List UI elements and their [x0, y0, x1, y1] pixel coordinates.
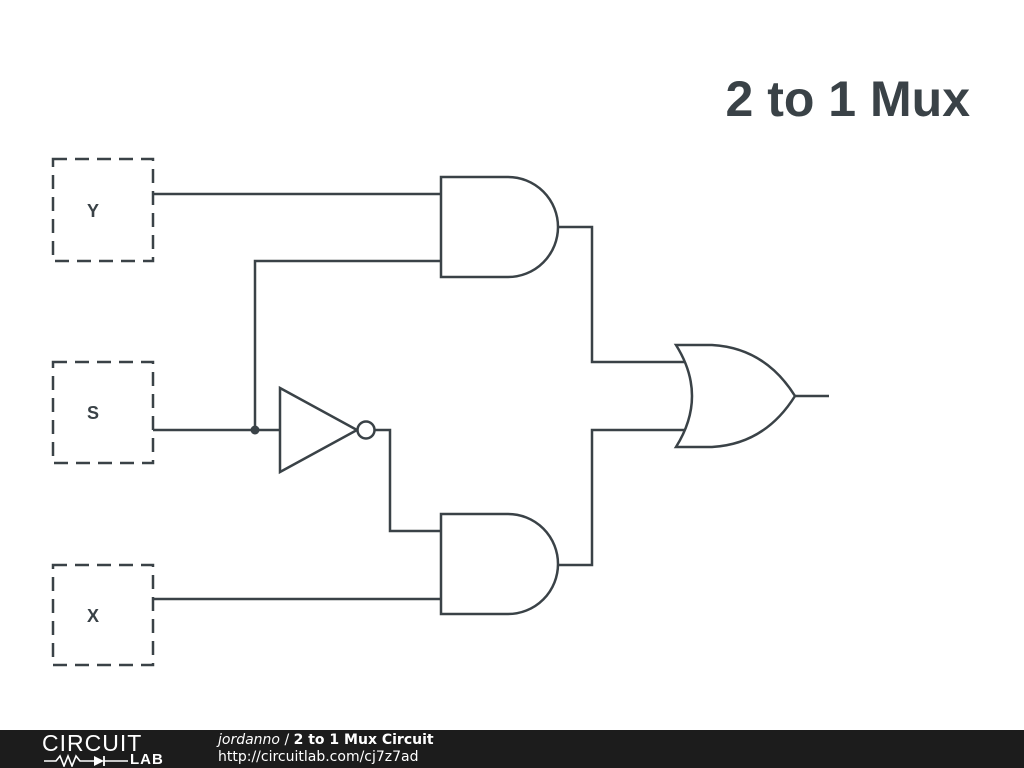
schematic-canvas: 2 to 1 Mux Y S X — [51, 71, 971, 667]
logo-circuit-text: CIRCUIT — [42, 730, 143, 756]
credit-separator: / — [280, 732, 294, 748]
port-s-box — [51, 360, 155, 465]
junction-dot — [250, 425, 260, 435]
logo-lab-text: LAB — [130, 751, 164, 768]
port-s-label: S — [87, 403, 99, 423]
port-x-label: X — [87, 606, 99, 626]
not-gate-bubble — [356, 420, 376, 440]
resistor-diode-icon — [44, 753, 128, 767]
diagram-title: 2 to 1 Mux — [726, 71, 971, 127]
or-gate[interactable] — [673, 343, 797, 449]
wire-s-to-and-top — [253, 259, 441, 430]
circuit-url-link[interactable]: http://circuitlab.com/cj7z7ad — [218, 749, 419, 765]
circuit-name-link[interactable]: 2 to 1 Mux Circuit — [293, 732, 434, 748]
wire-and-bottom-to-or — [558, 428, 688, 567]
port-y[interactable]: Y — [51, 157, 155, 263]
circuitlab-logo[interactable]: CIRCUIT LAB — [42, 731, 176, 767]
port-x[interactable]: X — [51, 563, 155, 667]
and-gate-bottom[interactable] — [439, 512, 560, 616]
and-gate-top[interactable] — [439, 175, 560, 279]
wire-and-top-to-or — [558, 225, 688, 364]
port-s[interactable]: S — [51, 360, 155, 465]
footer-bar: CIRCUIT LAB jordanno / 2 to 1 Mux Circui… — [0, 730, 1024, 768]
port-x-box — [51, 563, 155, 667]
port-y-box — [51, 157, 155, 263]
author-link[interactable]: jordanno — [218, 732, 280, 748]
wire-not-to-and-bottom — [375, 428, 441, 533]
circuit-credit: jordanno / 2 to 1 Mux Circuit http://cir… — [218, 732, 434, 766]
not-gate[interactable] — [278, 385, 376, 475]
port-y-label: Y — [87, 201, 99, 221]
not-gate-triangle — [278, 385, 360, 475]
